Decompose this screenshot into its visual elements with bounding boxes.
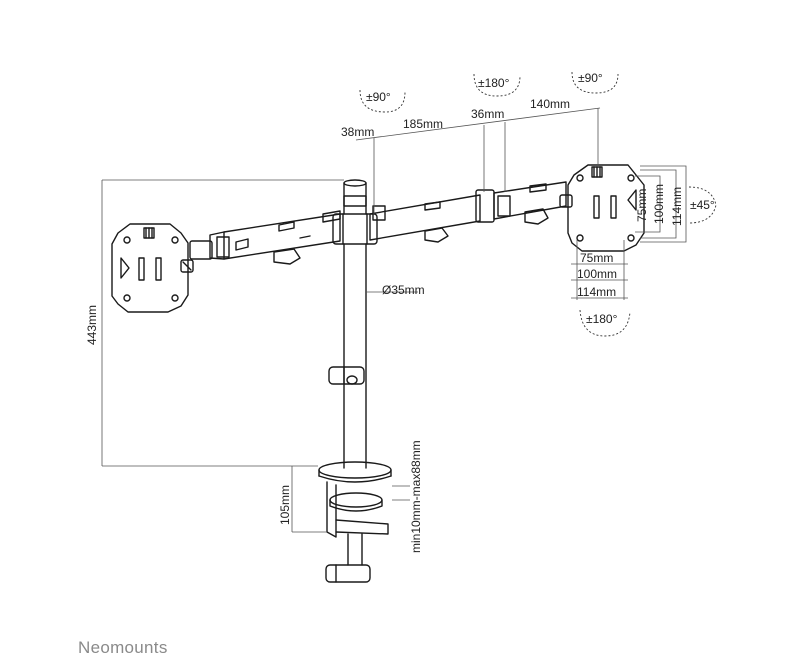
clamp-height-label: 105mm xyxy=(278,485,292,525)
segment-36-label: 36mm xyxy=(471,107,504,121)
rotation-left-label: ±90° xyxy=(366,90,391,104)
segment-38-label: 38mm xyxy=(341,125,374,139)
vesa-height-100-label: 100mm xyxy=(652,184,666,224)
pole xyxy=(328,243,367,469)
rotation-arcs xyxy=(359,71,717,337)
right-arm xyxy=(369,181,567,243)
pole-diameter-label: Ø35mm xyxy=(382,283,425,297)
desk-thickness-label: min10mm-max88mm xyxy=(409,440,423,553)
left-tilt-head xyxy=(180,240,213,273)
dimension-lines xyxy=(101,107,687,533)
rotation-right-label: ±90° xyxy=(578,71,603,85)
vesa-width-100-label: 100mm xyxy=(577,267,617,281)
segment-140-label: 140mm xyxy=(530,97,570,111)
desk-clamp xyxy=(318,461,392,583)
vesa-height-114-label: 114mm xyxy=(670,187,684,226)
vesa-width-114-label: 114mm xyxy=(577,285,616,299)
left-arm xyxy=(209,210,341,265)
segment-185-label: 185mm xyxy=(403,117,443,131)
vesa-height-75-label: 75mm xyxy=(635,189,649,222)
height-label: 443mm xyxy=(85,305,99,345)
right-vesa-plate xyxy=(559,164,645,252)
vesa-width-75-label: 75mm xyxy=(580,251,613,265)
swivel-label: ±180° xyxy=(586,312,618,326)
left-vesa-plate xyxy=(111,223,189,313)
brand-logo-text: Neomounts xyxy=(78,638,168,657)
center-joint xyxy=(332,179,378,245)
tilt-label: ±45° xyxy=(690,198,715,212)
rotation-center-label: ±180° xyxy=(478,76,510,90)
